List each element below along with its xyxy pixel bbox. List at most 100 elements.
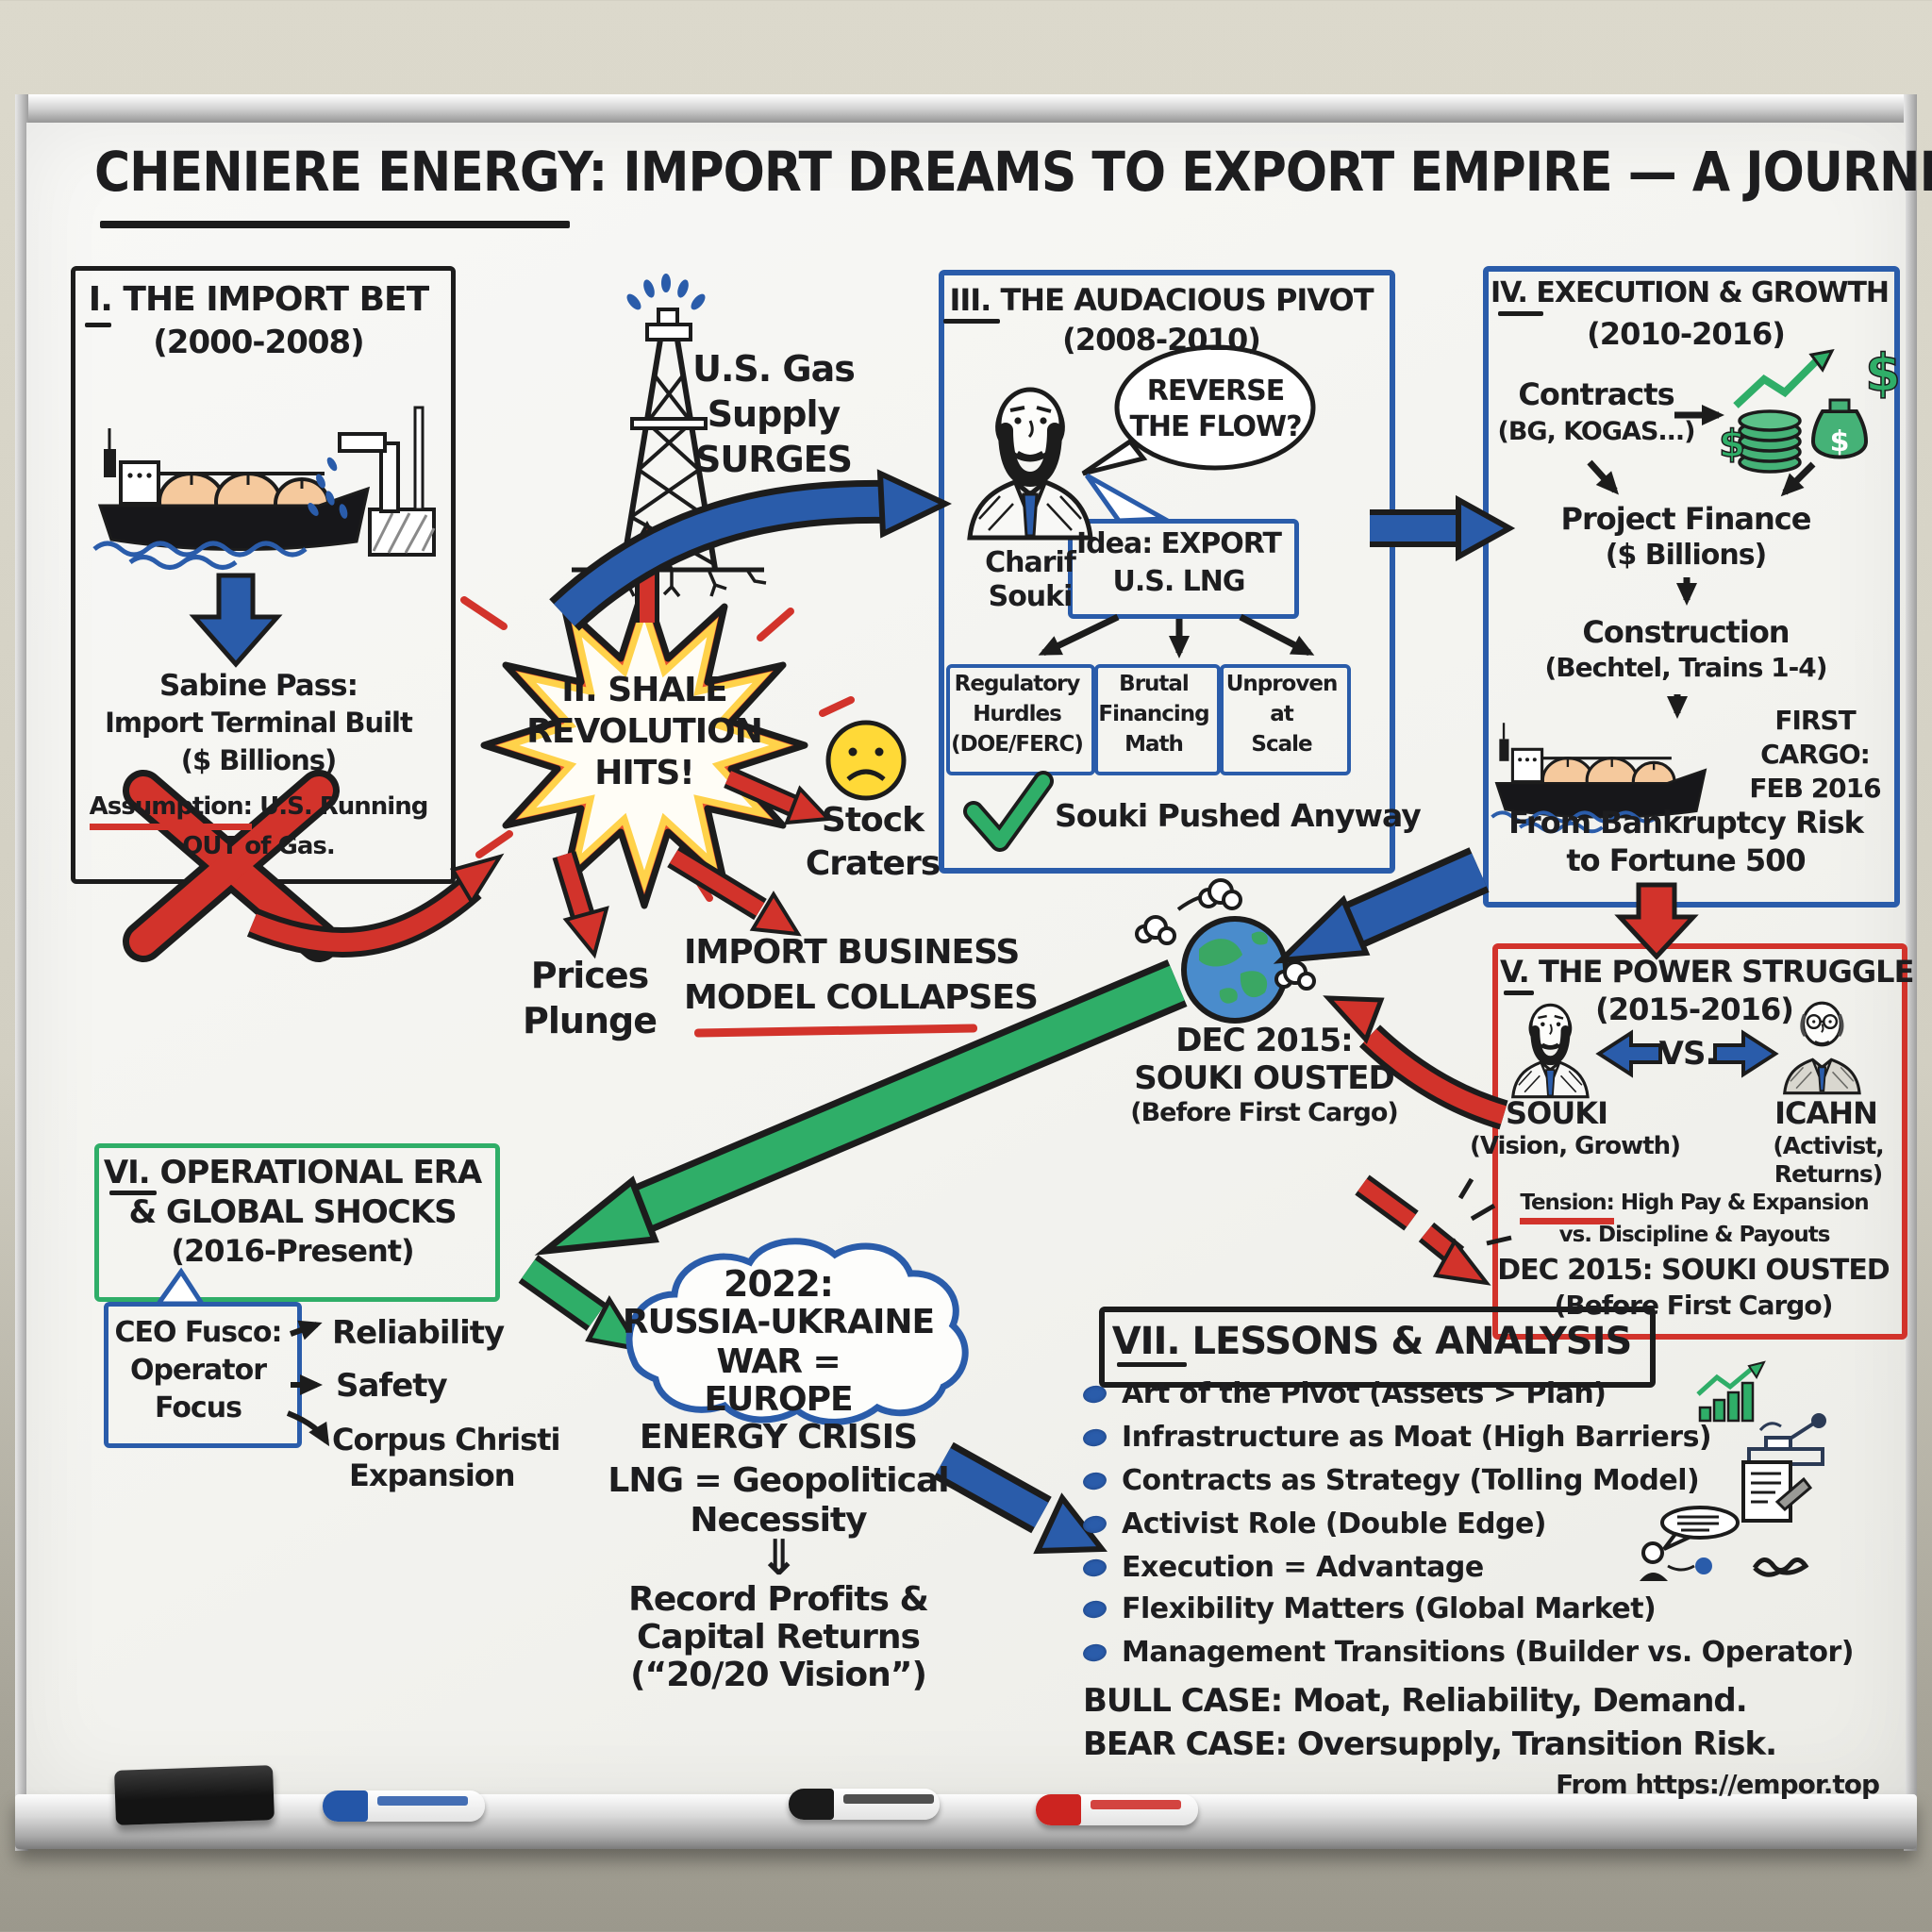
title-underline bbox=[100, 221, 570, 228]
section6-numeral-underline bbox=[109, 1191, 157, 1195]
lesson-row-1: Art of the Pivot (Assets > Plan) bbox=[1081, 1377, 1607, 1410]
bullet-icon bbox=[1081, 1641, 1108, 1663]
section6-title-3: (2016-Present) bbox=[171, 1233, 414, 1269]
lesson-row-7: Management Transitions (Builder vs. Oper… bbox=[1081, 1636, 1855, 1669]
bull-case-text: BULL CASE: Moat, Reliability, Demand. bbox=[1083, 1682, 1748, 1720]
tension-label: Tension: bbox=[1520, 1191, 1615, 1224]
bear-case-text: BEAR CASE: Oversupply, Transition Risk. bbox=[1083, 1725, 1777, 1763]
assumption-rest: U.S. Running bbox=[259, 792, 428, 821]
whiteboard-tray bbox=[15, 1794, 1917, 1849]
finance-line-2: ($ Billions) bbox=[1605, 539, 1768, 572]
cloud-line-5: ENERGY CRISIS bbox=[639, 1418, 918, 1457]
board-eraser[interactable] bbox=[114, 1765, 275, 1825]
fortune-line-1: From Bankruptcy Risk bbox=[1508, 805, 1864, 841]
bullet-icon bbox=[1081, 1470, 1108, 1491]
sabine-line-3: ($ Billions) bbox=[180, 744, 337, 776]
bullet-icon bbox=[1081, 1383, 1108, 1405]
page-title: CHENIERE ENERGY: IMPORT DREAMS TO EXPORT… bbox=[94, 141, 1932, 205]
hurdle2-line-1: Brutal bbox=[1119, 672, 1190, 696]
ceo-line-1: CEO Fusco: bbox=[114, 1316, 282, 1349]
cloud-line-4: EUROPE bbox=[704, 1380, 853, 1419]
sabine-line-2: Import Terminal Built bbox=[105, 707, 413, 739]
vs-label: VS. bbox=[1658, 1035, 1718, 1073]
section3-title: III. THE AUDACIOUS PIVOT bbox=[949, 282, 1374, 318]
section6-title-1: VI. OPERATIONAL ERA bbox=[103, 1154, 482, 1191]
collapse-line-1: IMPORT BUSINESS bbox=[684, 933, 1020, 972]
focus-item-corpus-2: Expansion bbox=[349, 1457, 516, 1493]
ceo-line-3: Focus bbox=[155, 1391, 242, 1424]
focus-item-reliability: Reliability bbox=[332, 1314, 505, 1352]
idea-box bbox=[1068, 519, 1299, 619]
first-cargo-line-2: CARGO: bbox=[1760, 739, 1871, 770]
section4-years: (2010-2016) bbox=[1587, 316, 1786, 352]
fortune-line-2: to Fortune 500 bbox=[1566, 842, 1806, 878]
stock-craters-line-2: Craters bbox=[805, 844, 941, 883]
profits-line-2: Capital Returns bbox=[637, 1618, 921, 1657]
assumption-label: Assumption: bbox=[89, 792, 253, 830]
section7-numeral-underline bbox=[1117, 1362, 1187, 1367]
assumption-line-2: OUT of Gas. bbox=[182, 832, 335, 860]
first-cargo-line-3: FEB 2016 bbox=[1749, 773, 1881, 804]
section1-numeral-underline bbox=[85, 323, 111, 327]
lesson-row-4: Activist Role (Double Edge) bbox=[1081, 1507, 1547, 1541]
lesson-row-2: Infrastructure as Moat (High Barriers) bbox=[1081, 1421, 1712, 1454]
idea-line-2: U.S. LNG bbox=[1112, 565, 1245, 598]
profits-line-3: (“20/20 Vision”) bbox=[630, 1656, 927, 1694]
tension-line-1: Tension: High Pay & Expansion bbox=[1496, 1191, 1892, 1224]
ousted-line-1: DEC 2015: SOUKI OUSTED bbox=[1497, 1254, 1890, 1287]
contracts-line-1: Contracts bbox=[1518, 376, 1674, 412]
hurdle3-line-1: Unproven bbox=[1225, 672, 1339, 696]
gas-supply-line-2: Supply bbox=[707, 393, 841, 435]
first-cargo-line-1: FIRST bbox=[1774, 705, 1856, 736]
section5-years: (2015-2016) bbox=[1595, 991, 1794, 1027]
double-down-arrow: ⇓ bbox=[758, 1530, 800, 1587]
icahn-sub-label-1: (Activist, bbox=[1773, 1132, 1884, 1159]
focus-item-safety: Safety bbox=[336, 1367, 448, 1405]
section1-years: (2000-2008) bbox=[153, 324, 364, 361]
hurdle3-line-2: at bbox=[1270, 702, 1294, 726]
hurdle2-line-2: Financing bbox=[1098, 702, 1209, 726]
assumption-line-1: Assumption: U.S. Running bbox=[80, 792, 437, 830]
marker-red[interactable] bbox=[1036, 1794, 1198, 1825]
hurdle1-line-2: Hurdles bbox=[973, 702, 1062, 726]
marker-black[interactable] bbox=[789, 1789, 940, 1820]
globe-caption-2: SOUKI OUSTED bbox=[1134, 1059, 1394, 1097]
collapse-line-2: MODEL COLLAPSES bbox=[684, 978, 1039, 1017]
construction-line-1: Construction bbox=[1582, 614, 1790, 650]
whiteboard-frame-left bbox=[15, 94, 28, 1851]
section3-numeral-underline bbox=[943, 319, 1000, 324]
profits-line-1: Record Profits & bbox=[628, 1580, 929, 1619]
lesson-text-6: Flexibility Matters (Global Market) bbox=[1122, 1592, 1657, 1625]
contracts-line-2: (BG, KOGAS...) bbox=[1497, 417, 1695, 446]
gas-supply-line-3: SURGES bbox=[694, 439, 853, 480]
icahn-sub-label-2: Returns) bbox=[1774, 1160, 1883, 1188]
lesson-row-3: Contracts as Strategy (Tolling Model) bbox=[1081, 1464, 1700, 1497]
section7-title: VII. LESSONS & ANALYSIS bbox=[1111, 1320, 1633, 1363]
lesson-text-7: Management Transitions (Builder vs. Oper… bbox=[1122, 1636, 1855, 1669]
marker-blue[interactable] bbox=[323, 1790, 485, 1822]
lessons-title-box bbox=[1099, 1307, 1656, 1388]
lesson-text-1: Art of the Pivot (Assets > Plan) bbox=[1122, 1377, 1607, 1410]
marker-blue-label bbox=[377, 1796, 468, 1806]
section6-title-2: & GLOBAL SHOCKS bbox=[128, 1193, 457, 1231]
marker-black-cap bbox=[789, 1789, 834, 1820]
starburst-line-3: HITS! bbox=[594, 754, 694, 792]
tension-rest: High Pay & Expansion bbox=[1620, 1191, 1870, 1215]
starburst-line-1: II. SHALE bbox=[561, 671, 727, 709]
globe-caption-3: (Before First Cargo) bbox=[1130, 1098, 1399, 1127]
hurdle1-line-3: (DOE/FERC) bbox=[951, 732, 1084, 757]
speech-line-2: THE FLOW? bbox=[1129, 410, 1302, 443]
section3-years: (2008-2010) bbox=[1062, 322, 1261, 358]
marker-blue-cap bbox=[323, 1790, 368, 1822]
bullet-icon bbox=[1081, 1557, 1108, 1578]
bullet-icon bbox=[1081, 1598, 1108, 1620]
gas-supply-line-1: U.S. Gas bbox=[692, 348, 856, 390]
hurdle-box-scale bbox=[1220, 664, 1351, 775]
charif-label-1: Charif bbox=[985, 546, 1076, 579]
lesson-row-6: Flexibility Matters (Global Market) bbox=[1081, 1592, 1657, 1625]
lesson-row-5: Execution = Advantage bbox=[1081, 1551, 1484, 1584]
icahn-label: ICAHN bbox=[1774, 1095, 1878, 1131]
stock-craters-line-1: Stock bbox=[821, 801, 924, 840]
marker-black-label bbox=[843, 1794, 934, 1804]
section4-title: IV. EXECUTION & GROWTH bbox=[1491, 276, 1890, 309]
